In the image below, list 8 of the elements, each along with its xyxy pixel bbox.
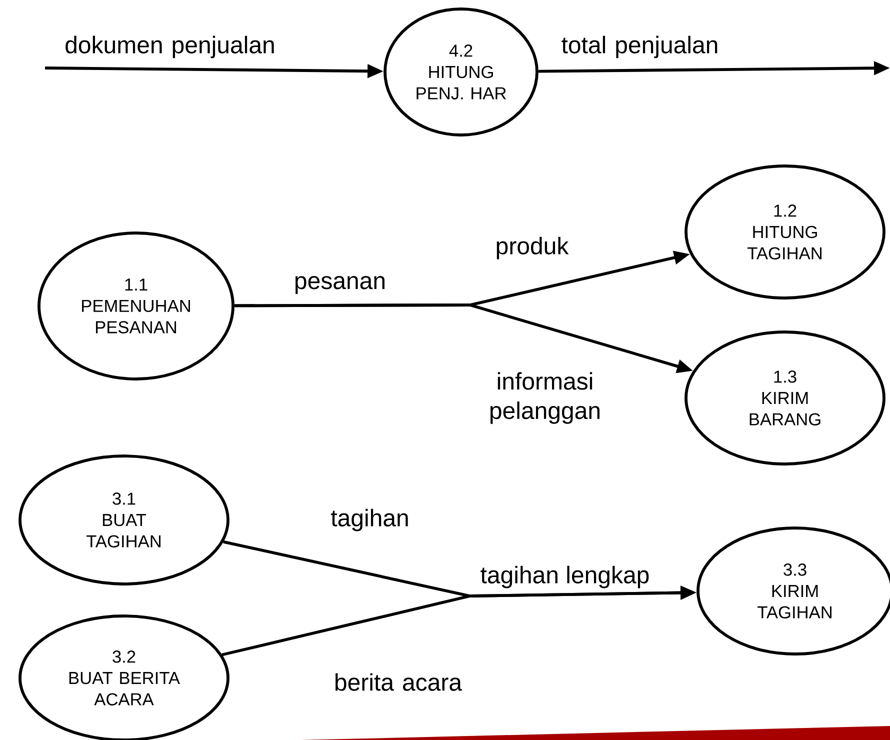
flow-label: tagihan lengkap bbox=[480, 566, 649, 588]
flow-label: pesanan bbox=[296, 276, 384, 294]
edge-label: dokumen penjualan bbox=[66, 36, 274, 58]
edge-label: informasi pelanggan bbox=[490, 372, 600, 424]
edge-label: berita acara bbox=[336, 673, 462, 691]
edge-label: tagihan bbox=[331, 508, 408, 532]
edge-label: produk bbox=[496, 236, 569, 260]
edge-label: total penjualan bbox=[562, 36, 718, 58]
